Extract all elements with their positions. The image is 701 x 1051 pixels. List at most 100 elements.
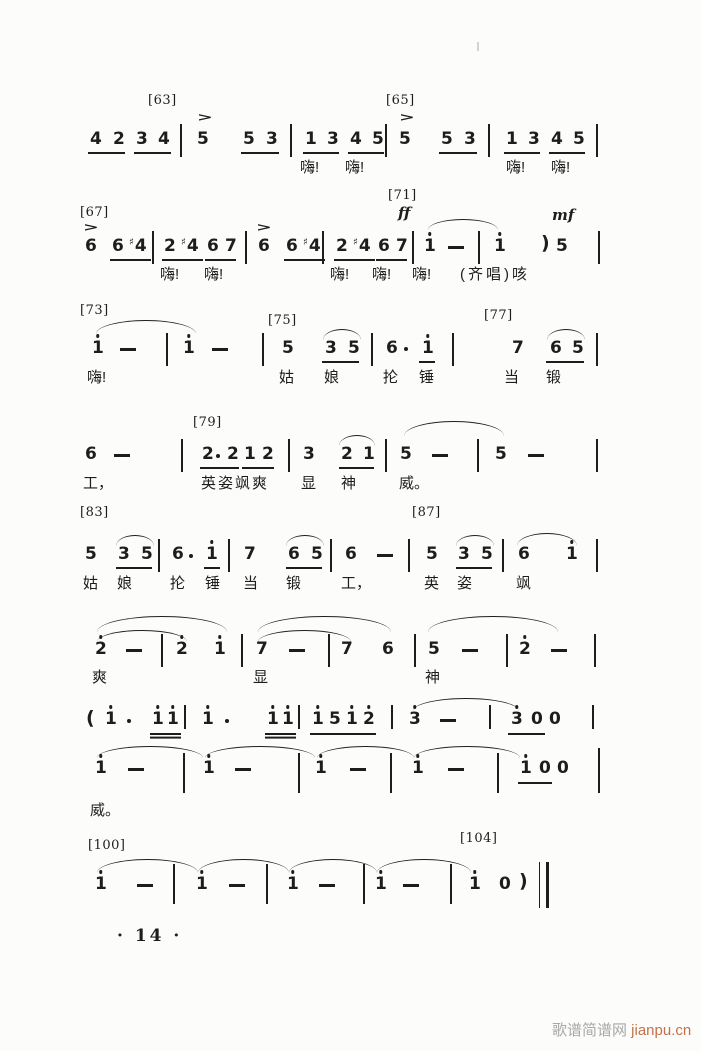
- slur-tie: [317, 746, 414, 758]
- note: 3: [118, 544, 130, 564]
- note: 1: [267, 705, 279, 728]
- slur-tie: [517, 533, 577, 546]
- note: 1: [312, 705, 324, 728]
- barline: [158, 539, 160, 572]
- slur-tie: [428, 219, 498, 230]
- lyric-text: 神: [425, 669, 441, 686]
- note: 6: [288, 544, 300, 564]
- barline: [173, 864, 175, 904]
- note: 5: [572, 338, 584, 358]
- dynamics-mark: mf: [552, 206, 575, 224]
- lyric-text: 嗨!: [204, 266, 224, 283]
- lyric-text: 姑: [83, 575, 99, 592]
- lyric-text: 工，: [341, 575, 372, 592]
- barline: [322, 231, 324, 264]
- barline: [385, 124, 387, 157]
- lyric-text: 锤: [419, 369, 435, 386]
- barline: [385, 439, 387, 472]
- beam: [439, 152, 477, 154]
- measure-number: [79]: [193, 415, 222, 430]
- barline: [596, 333, 598, 366]
- accent-mark: >: [399, 111, 415, 125]
- octave-dot: [156, 705, 160, 709]
- note: 5: [426, 544, 438, 564]
- sharp-sign: ♯: [129, 237, 134, 248]
- lyric-text: 工，: [83, 475, 114, 492]
- duration-dash: [114, 454, 130, 457]
- barline: [452, 333, 454, 366]
- barline: [594, 634, 596, 667]
- beam: [110, 259, 151, 261]
- measure-number: [65]: [386, 93, 415, 108]
- barline: [241, 634, 243, 667]
- measure-number: [67]: [80, 205, 109, 220]
- note: 1: [282, 705, 294, 728]
- lyric-text: 娘: [117, 575, 133, 592]
- beam: [518, 782, 552, 784]
- slur-tie: [428, 616, 558, 632]
- beam: [303, 152, 339, 154]
- slur-tie: [97, 616, 227, 632]
- lyric-text: 锤: [205, 575, 221, 592]
- lyric-text: 嗨!: [87, 369, 107, 386]
- barline: [596, 439, 598, 472]
- note: 5: [495, 444, 507, 464]
- lyric-text: 英: [424, 575, 440, 592]
- barline: [328, 634, 330, 667]
- slur-tie: [97, 630, 187, 642]
- note: 5: [441, 129, 453, 149]
- barline: [598, 231, 600, 264]
- barline: [502, 539, 504, 572]
- note: 1: [183, 334, 195, 357]
- barline: [161, 634, 163, 667]
- barline: [228, 539, 230, 572]
- barline: [414, 634, 416, 667]
- octave-dot: [523, 635, 527, 639]
- barline: [497, 753, 499, 793]
- beam: [242, 467, 274, 469]
- duration-dash: [440, 719, 456, 722]
- note: 5: [197, 129, 209, 149]
- octave-dot: [200, 870, 204, 874]
- measure-number: [104]: [460, 831, 498, 846]
- beam: [265, 733, 296, 735]
- note: 1: [424, 232, 436, 255]
- note: 2: [262, 444, 274, 464]
- note: 7: [341, 639, 353, 659]
- lyric-text: 飒: [235, 475, 251, 492]
- lyric-text: 锻: [546, 369, 562, 386]
- beam: [205, 259, 236, 261]
- note: 4: [158, 129, 170, 149]
- slur-tie: [339, 435, 375, 446]
- barline: [371, 333, 373, 366]
- note: ♯4: [353, 236, 371, 256]
- barline: [298, 705, 300, 729]
- duration-dash: [128, 768, 144, 771]
- duration-dash: [528, 454, 544, 457]
- lyric-text: 爽: [252, 475, 268, 492]
- note: 5: [428, 639, 440, 659]
- duration-dash: [120, 348, 136, 351]
- note: 1: [203, 754, 215, 777]
- note: 0: [539, 758, 551, 778]
- octave-dot: [379, 870, 383, 874]
- note: 1: [214, 635, 226, 658]
- note: 1: [202, 705, 214, 728]
- beam: [508, 733, 545, 735]
- beam: [134, 152, 171, 154]
- note: 7: [244, 544, 256, 564]
- slur-tie: [116, 535, 154, 546]
- note: 3: [511, 705, 523, 728]
- note: 1: [494, 232, 506, 255]
- barline: [489, 705, 491, 729]
- octave-dot: [99, 754, 103, 758]
- duration-dash: [319, 884, 335, 887]
- note: 1: [92, 334, 104, 357]
- note: 1: [167, 705, 179, 728]
- slur-tie: [289, 859, 377, 873]
- note: 4: [551, 129, 563, 149]
- barline: [596, 539, 598, 572]
- barline: [412, 231, 414, 264]
- slur-tie: [97, 859, 198, 873]
- note: 0: [549, 709, 561, 729]
